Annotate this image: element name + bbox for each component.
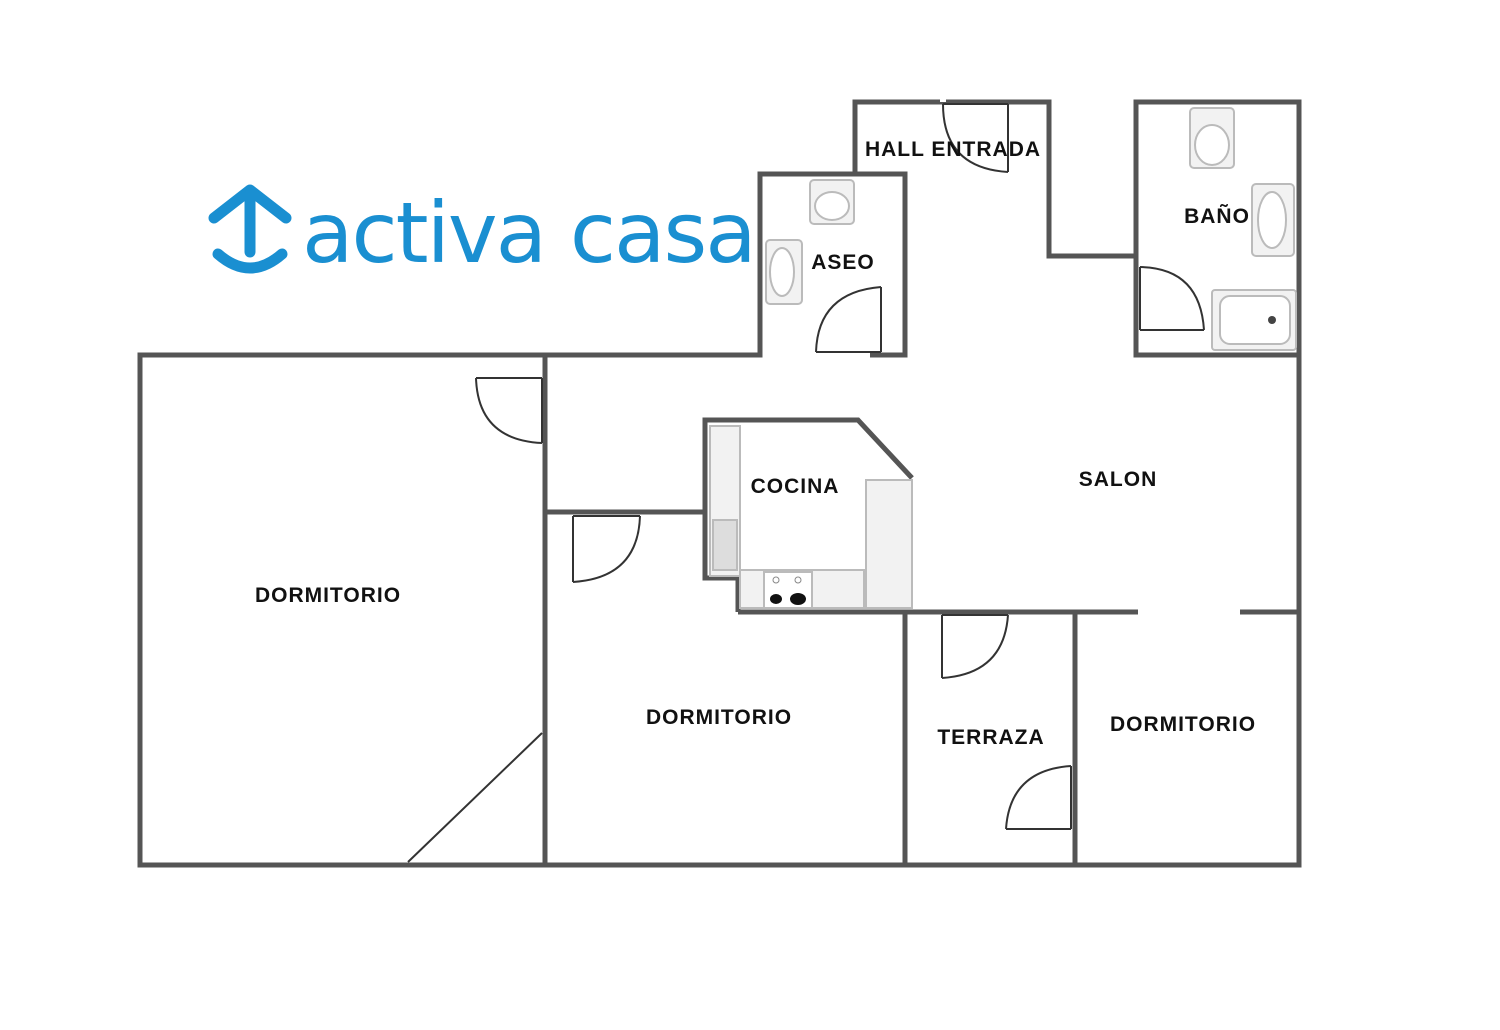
wardrobe-diagonal (407, 732, 543, 863)
label-aseo: ASEO (811, 251, 875, 274)
label-dormitorio-3: DORMITORIO (1110, 713, 1256, 736)
label-hall-entrada: HALL ENTRADA (865, 138, 1041, 161)
aseo-wall (855, 171, 908, 358)
aseo-sink-icon (765, 239, 803, 305)
stove-icon (763, 571, 813, 609)
bano-sink-icon (1251, 183, 1295, 257)
label-bano: BAÑO (1184, 205, 1250, 228)
cocina-lower-wall (702, 512, 741, 612)
label-dormitorio-1: DORMITORIO (255, 584, 401, 607)
door-bano (1139, 266, 1205, 331)
door-terraza-right (1005, 765, 1072, 830)
label-cocina: COCINA (751, 475, 840, 498)
label-dormitorio-2: DORMITORIO (646, 706, 792, 729)
door-dormitorio-2 (572, 515, 641, 583)
arrow-up-icon (208, 184, 292, 274)
doors (407, 98, 1205, 863)
room-labels: HALL ENTRADA ASEO BAÑO COCINA SALON DORM… (255, 138, 1256, 749)
label-salon: SALON (1079, 468, 1158, 491)
cocina-wall (702, 417, 914, 512)
door-terraza-top (941, 614, 1009, 679)
brand-logo: activa casa (208, 184, 757, 282)
door-dormitorio-1 (475, 377, 543, 444)
exterior-wall (137, 99, 1302, 868)
bathtub-icon (1211, 289, 1297, 351)
walls (137, 99, 1302, 868)
door-hall (940, 98, 1009, 173)
fixtures (709, 107, 1297, 609)
bano-wall (1133, 256, 1299, 358)
label-terraza: TERRAZA (937, 726, 1044, 749)
bano-toilet-icon (1189, 107, 1235, 169)
brand-name: activa casa (302, 184, 755, 282)
door-aseo (815, 286, 882, 353)
aseo-toilet-icon (809, 179, 855, 225)
